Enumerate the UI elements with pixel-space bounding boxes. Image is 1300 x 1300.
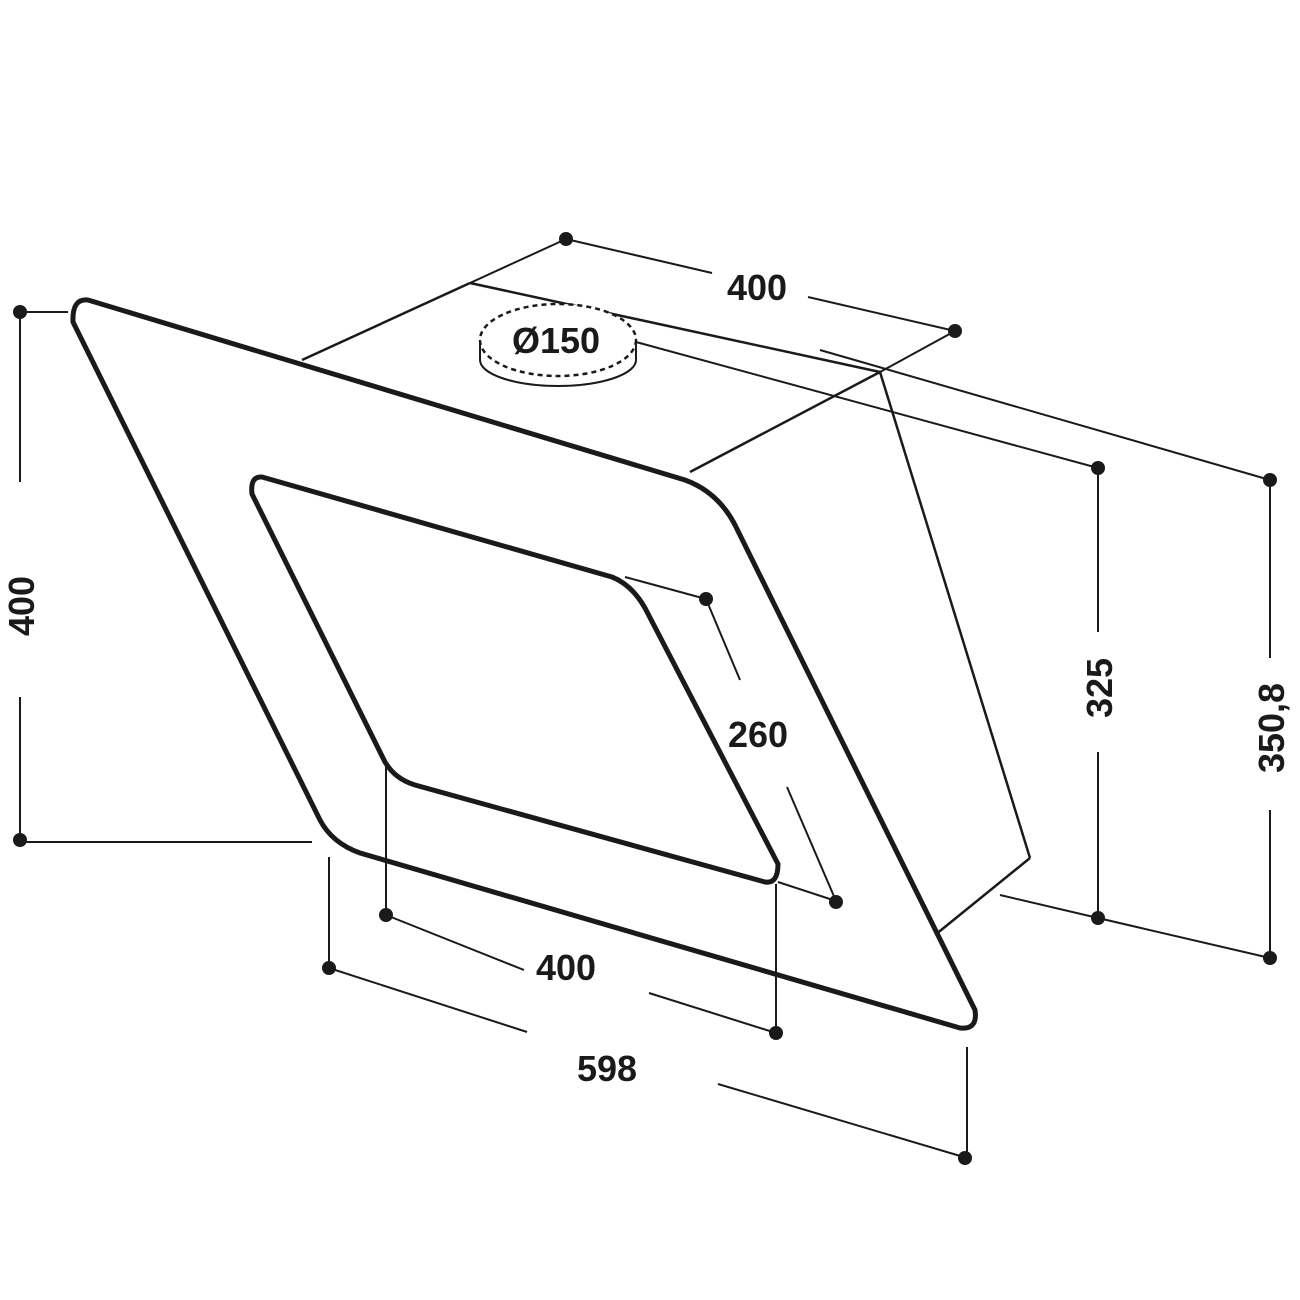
dim-dot [948,324,962,338]
dim-dot [559,232,573,246]
body-top-right-edge [690,372,880,472]
body-top-left-edge [302,283,470,360]
dim-dot [322,961,336,975]
dim-dot [769,1026,783,1040]
dim-label-inner-panel: 260 [728,714,788,755]
dim-label-left-height: 400 [1,576,42,636]
dim-label-top-depth: 400 [727,267,787,308]
ext-line [1098,918,1270,958]
body-right-front-edge [880,372,1030,858]
ext-line [1000,895,1098,918]
body-bottom-edge [935,858,1030,935]
dim-dot [13,305,27,319]
dim-line [566,239,712,273]
dim-dot [1091,461,1105,475]
dim-label-height-350-8: 350,8 [1251,683,1292,773]
dim-dot [1263,473,1277,487]
dim-line [718,1084,967,1158]
dim-label-bottom-inner-width: 400 [536,947,596,988]
ext-line [470,239,566,283]
dim-dot [829,895,843,909]
dim-label-duct-diameter: Ø150 [512,320,600,361]
ext-line [820,350,1270,480]
dim-dot [1263,951,1277,965]
dim-dot [13,833,27,847]
dim-label-total-width: 598 [577,1048,637,1089]
dim-label-height-325: 325 [1079,658,1120,718]
ext-line [636,342,1098,468]
dim-dot [699,592,713,606]
dim-line [649,993,776,1033]
dim-dot [379,908,393,922]
dim-line [329,968,527,1032]
dim-dot [958,1151,972,1165]
ext-line [880,331,955,372]
dim-line [386,915,524,970]
dim-line [808,297,955,331]
